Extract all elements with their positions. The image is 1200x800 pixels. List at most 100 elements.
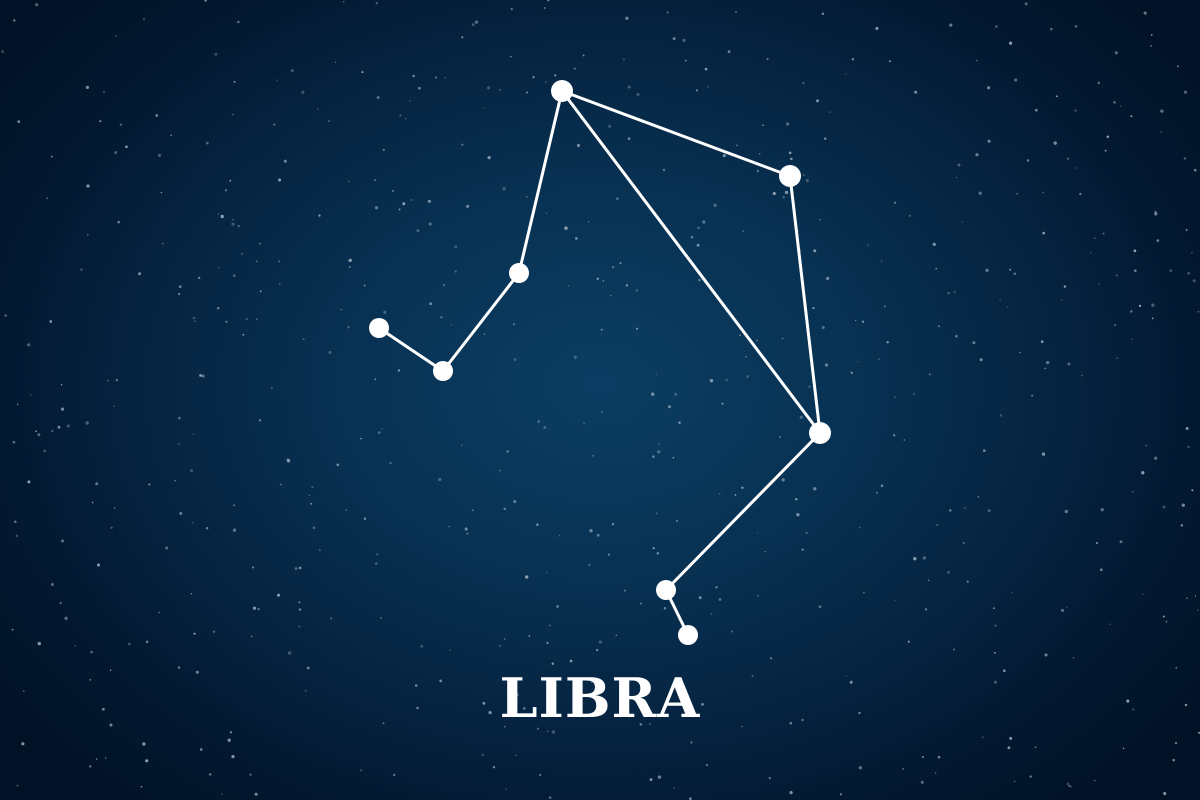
background-star: [908, 214, 911, 217]
background-star: [414, 684, 418, 687]
background-star: [741, 486, 744, 490]
background-star: [673, 787, 675, 789]
constellation-star: [656, 580, 676, 600]
background-star: [704, 67, 708, 71]
background-star: [978, 191, 982, 195]
background-star: [259, 242, 261, 245]
background-star: [689, 797, 692, 800]
background-star: [1029, 775, 1032, 778]
background-star: [649, 778, 653, 782]
background-star: [1094, 779, 1096, 782]
constellation-lines: [377, 89, 822, 637]
background-star: [532, 76, 535, 79]
background-star: [348, 266, 351, 269]
background-star: [592, 455, 594, 457]
background-star: [138, 272, 142, 276]
background-star: [376, 96, 380, 99]
background-star: [914, 90, 918, 94]
background-star: [742, 230, 744, 232]
background-star: [503, 507, 507, 511]
background-star: [616, 197, 619, 201]
background-star: [1044, 367, 1047, 370]
background-star: [757, 594, 759, 597]
background-star: [1042, 191, 1044, 194]
background-star: [515, 754, 518, 757]
background-star: [851, 57, 855, 61]
background-star: [1074, 167, 1077, 169]
background-star: [1042, 231, 1045, 235]
background-star: [1115, 274, 1118, 277]
background-star: [955, 334, 958, 338]
background-star: [1066, 606, 1068, 608]
background-star: [256, 318, 258, 320]
background-star: [766, 57, 769, 61]
background-star: [756, 169, 760, 173]
background-star: [345, 509, 348, 511]
background-star: [512, 323, 515, 326]
background-star: [655, 512, 658, 515]
background-star: [813, 249, 817, 253]
background-star: [399, 114, 402, 117]
background-star: [857, 361, 859, 363]
background-star: [598, 640, 602, 644]
background-star: [304, 689, 307, 692]
background-star: [567, 285, 570, 287]
background-star: [962, 541, 965, 544]
background-star: [278, 260, 281, 263]
background-star: [444, 77, 446, 79]
background-star: [190, 469, 193, 472]
background-star: [37, 641, 41, 646]
background-star: [1187, 272, 1190, 275]
background-star: [805, 531, 808, 534]
background-star: [334, 61, 337, 64]
constellation-line: [560, 89, 792, 178]
background-star: [1100, 508, 1104, 512]
background-star: [1131, 490, 1134, 493]
background-star: [85, 421, 89, 425]
background-star: [298, 566, 302, 570]
background-star: [454, 245, 458, 249]
constellation-line: [788, 174, 822, 435]
background-star: [756, 532, 759, 534]
background-star: [499, 469, 501, 472]
background-star: [1197, 731, 1200, 734]
background-star: [635, 289, 639, 292]
background-star: [949, 23, 953, 27]
background-star: [802, 174, 805, 176]
background-star: [279, 282, 281, 285]
background-star: [382, 722, 385, 725]
background-star: [894, 396, 896, 398]
background-star: [1162, 615, 1165, 618]
background-star: [1160, 109, 1164, 113]
background-star: [145, 640, 149, 644]
background-star: [548, 796, 552, 799]
background-star: [301, 90, 305, 94]
background-star: [440, 316, 443, 319]
background-star: [983, 449, 986, 453]
background-star: [259, 290, 262, 293]
background-star: [60, 384, 63, 386]
background-star: [741, 725, 743, 728]
background-star: [245, 317, 248, 321]
background-star: [505, 788, 507, 791]
background-star: [795, 498, 798, 501]
background-star: [615, 634, 618, 637]
background-star: [311, 486, 314, 489]
background-star: [318, 549, 321, 552]
background-star: [195, 670, 199, 674]
background-star: [483, 333, 486, 335]
background-star: [340, 308, 343, 311]
background-star: [439, 679, 443, 683]
background-star: [934, 772, 937, 774]
background-star: [103, 91, 105, 93]
background-star: [199, 748, 203, 751]
background-star: [1072, 656, 1075, 659]
background-star: [672, 456, 675, 459]
background-star: [89, 678, 92, 681]
background-star: [1133, 249, 1137, 253]
constellation-star: [369, 318, 389, 338]
background-star: [758, 153, 761, 155]
background-star: [861, 320, 865, 323]
background-star: [569, 659, 573, 663]
